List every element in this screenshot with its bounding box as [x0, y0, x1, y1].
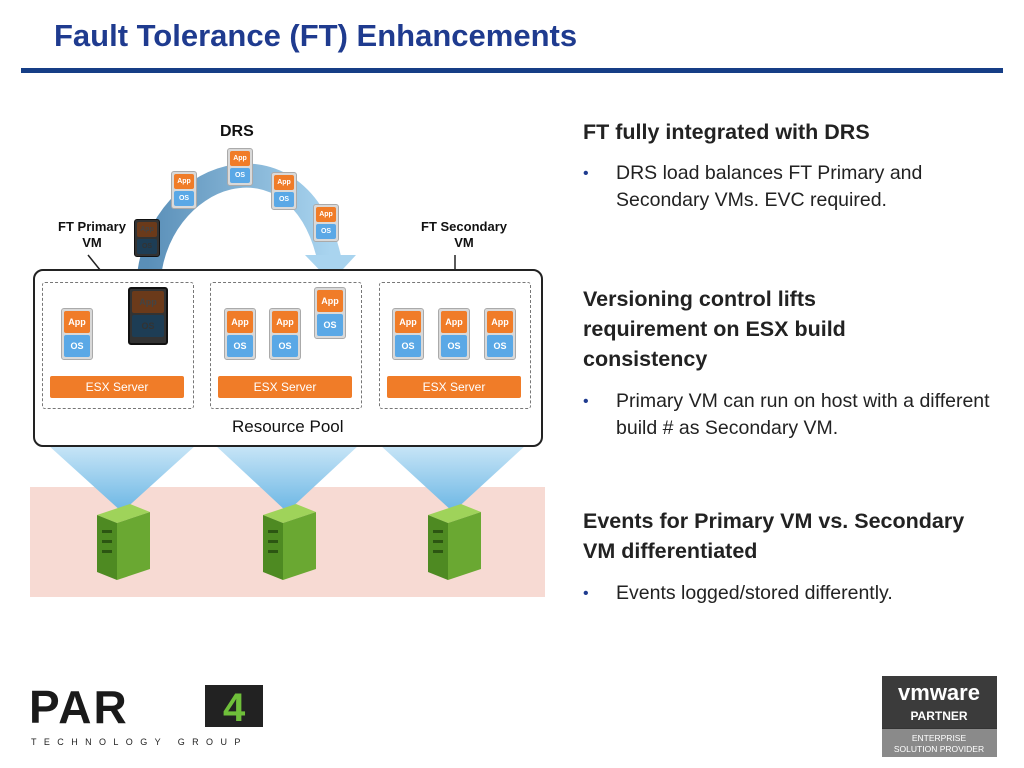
- svg-text:vmware: vmware: [898, 680, 980, 705]
- section-1-heading: FT fully integrated with DRS: [583, 120, 870, 144]
- server-icon-1: [97, 504, 150, 580]
- bullet-icon: •: [583, 585, 589, 602]
- resource-pool-label: Resource Pool: [232, 417, 344, 436]
- funnel-2: [215, 445, 359, 512]
- bullet-icon: •: [583, 165, 589, 182]
- drs-label: DRS: [220, 123, 254, 140]
- drs-arrowhead: [305, 255, 356, 282]
- server-icon-2: [263, 504, 316, 580]
- server-icon-3: [428, 504, 481, 580]
- svg-text:SOLUTION PROVIDER: SOLUTION PROVIDER: [894, 744, 984, 754]
- section-2-heading: Versioning control lifts requirement on …: [583, 287, 846, 371]
- svg-text:ENTERPRISE: ENTERPRISE: [912, 733, 967, 743]
- funnel-3: [380, 445, 526, 512]
- esx-host-2: [210, 282, 362, 409]
- svg-text:4: 4: [223, 686, 246, 730]
- section-3-heading: Events for Primary VM vs. Secondary VM d…: [583, 509, 965, 563]
- vmware-partner-logo: vmware PARTNER ENTERPRISE SOLUTION PROVI…: [882, 676, 997, 757]
- par4-logo: PAR 4 TECHNOLOGY GROUP: [27, 681, 265, 747]
- ft-secondary-label: FT Secondary VM: [421, 219, 507, 250]
- esx-host-3: [379, 282, 531, 409]
- esx-server-2: ESX Server: [218, 376, 352, 398]
- title-divider: [21, 68, 1003, 73]
- svg-text:PARTNER: PARTNER: [910, 709, 967, 723]
- funnel-1: [48, 445, 196, 512]
- ft-primary-label: FT Primary VM: [58, 219, 126, 250]
- slide-title: Fault Tolerance (FT) Enhancements: [54, 18, 578, 53]
- esx-server-3: ESX Server: [387, 376, 521, 398]
- esx-server-1: ESX Server: [50, 376, 184, 398]
- svg-text:TECHNOLOGY GROUP: TECHNOLOGY GROUP: [31, 737, 248, 747]
- svg-text:PAR: PAR: [29, 683, 129, 733]
- esx-host-1: [42, 282, 194, 409]
- bullet-icon: •: [583, 393, 589, 410]
